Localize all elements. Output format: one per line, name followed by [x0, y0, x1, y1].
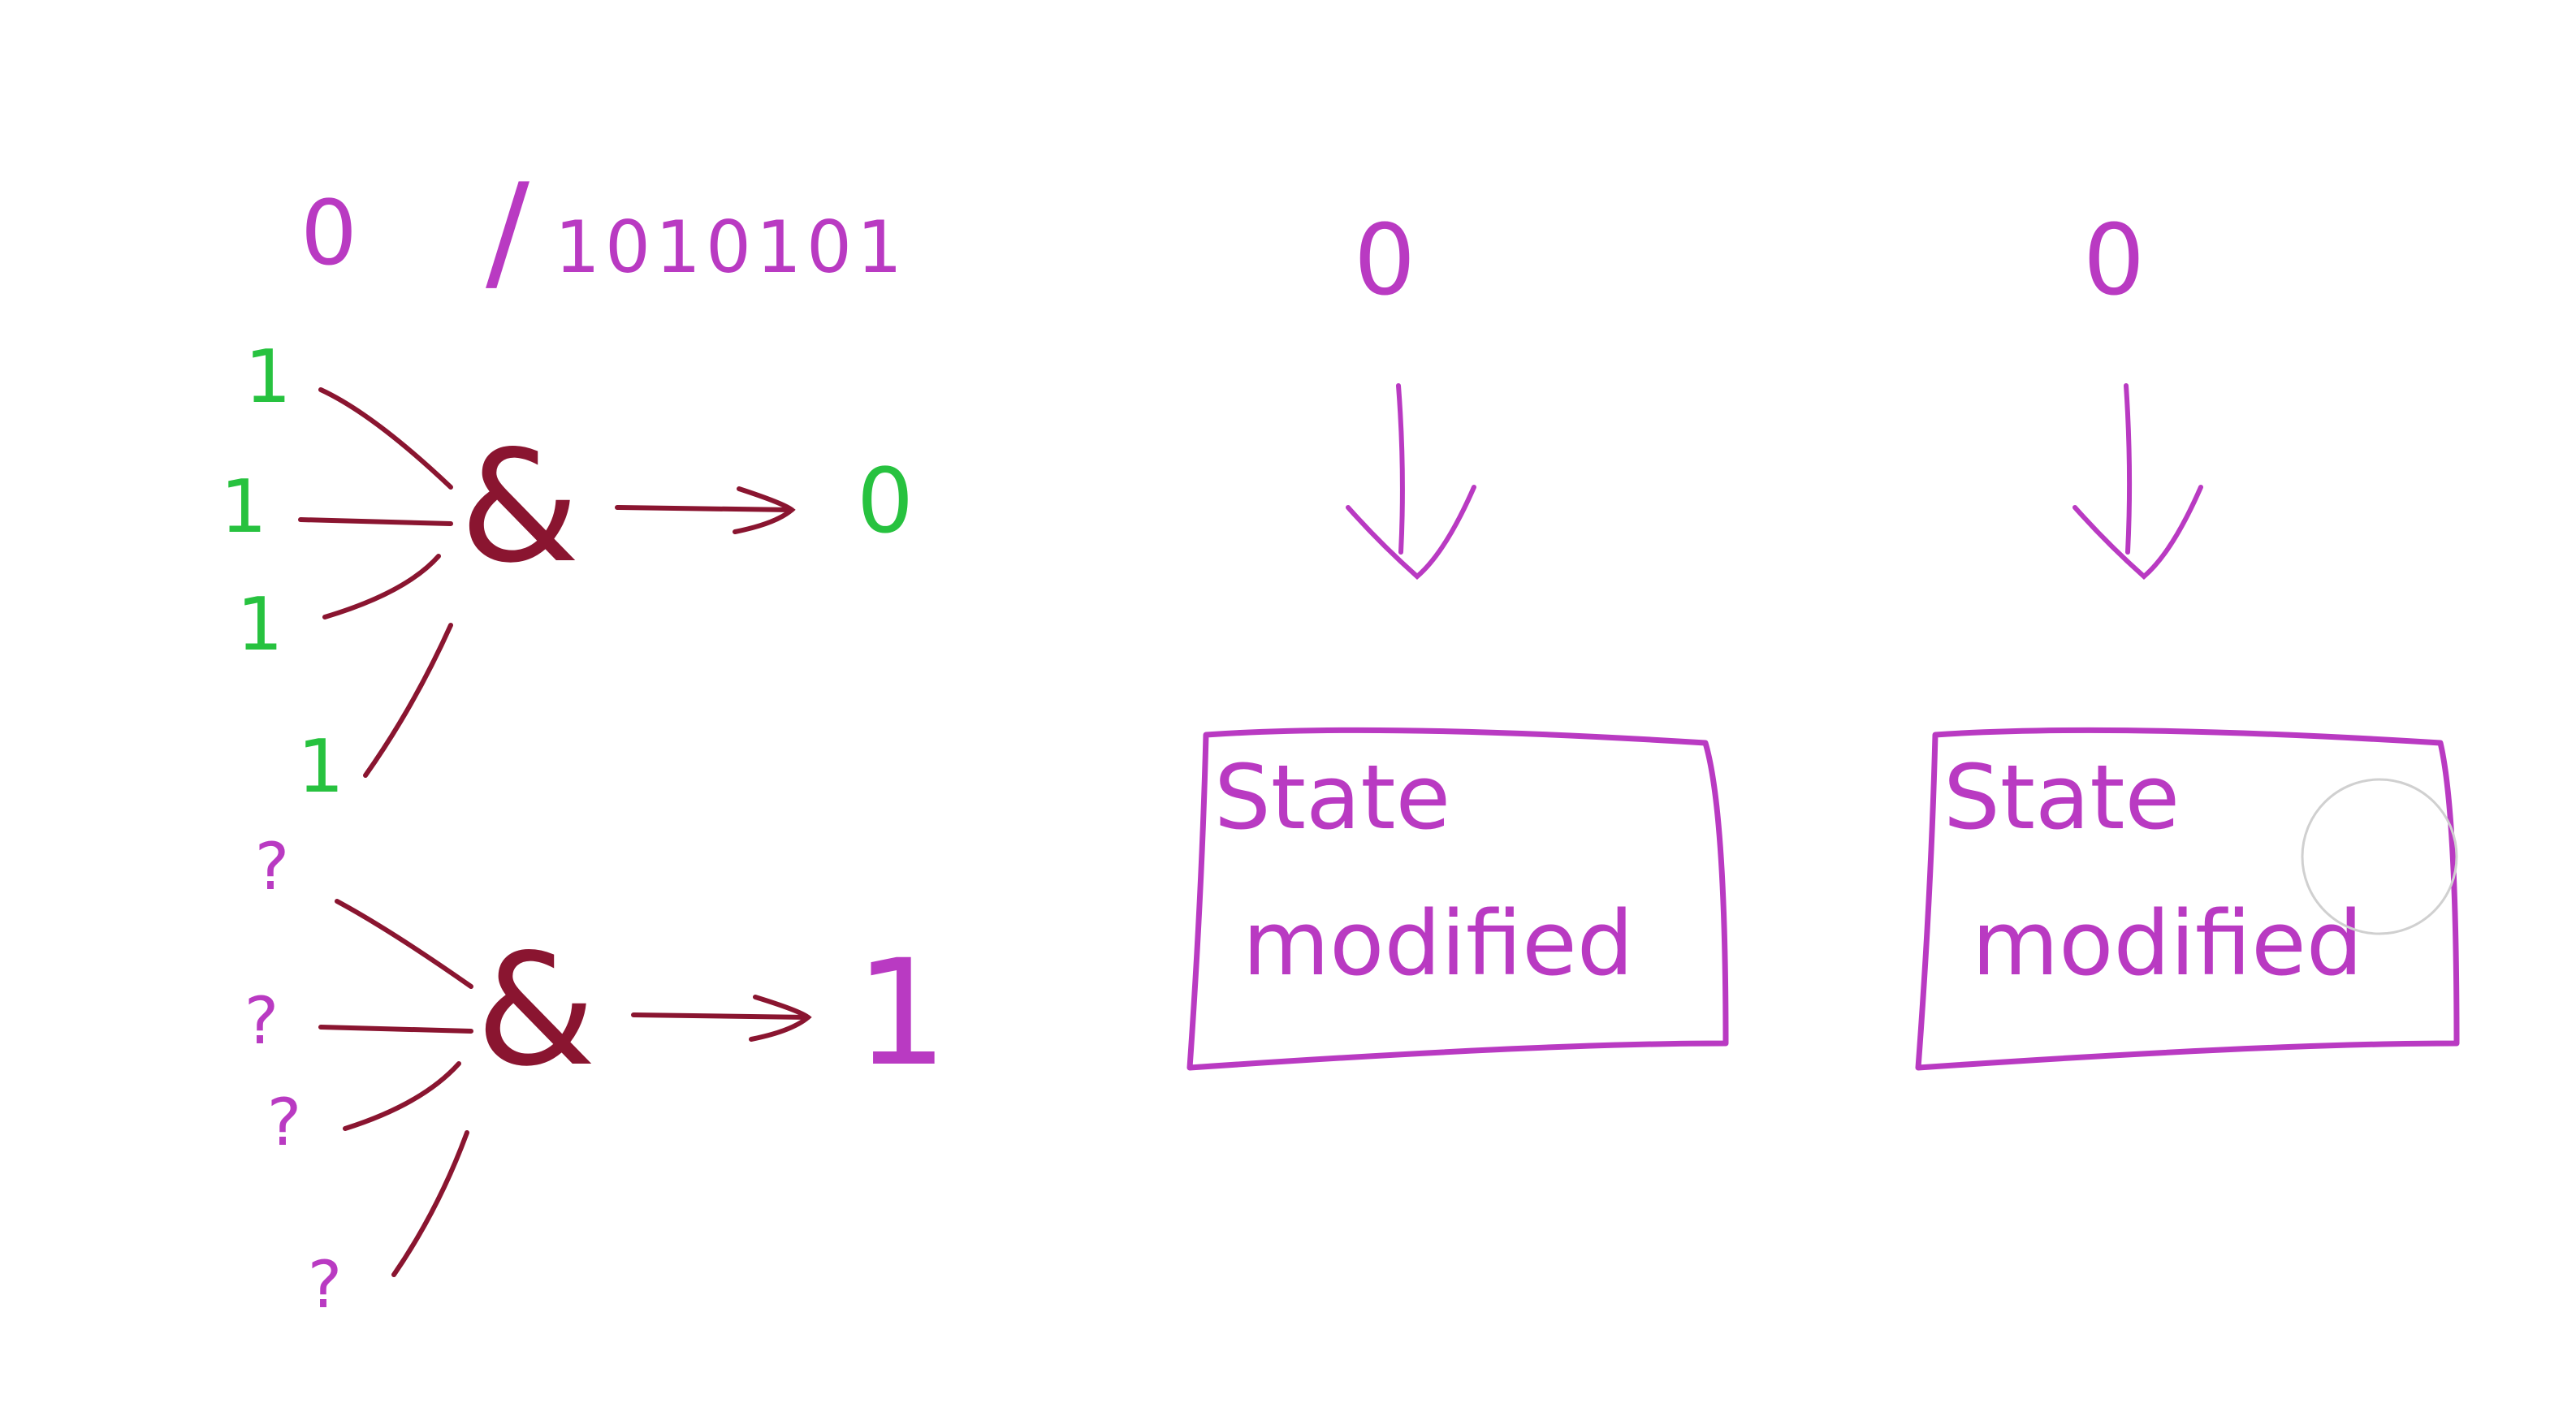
- gate-top-arrow-icon: [615, 486, 796, 534]
- gate-bottom-wire-3: [343, 1061, 461, 1131]
- gate-top-input-1: 1: [244, 335, 291, 420]
- gate-bottom-input-4: ?: [308, 1247, 342, 1323]
- gate-bottom-operator: &: [476, 921, 596, 1100]
- state-box: State modified: [1915, 727, 2460, 1071]
- gate-top-output: 0: [857, 449, 914, 553]
- gate-top-wire-2: [298, 517, 453, 526]
- down-arrow-icon: [2072, 383, 2203, 580]
- gate-bottom: ? ? ? ? & 1: [244, 829, 949, 1323]
- gate-top-wire-4: [363, 623, 453, 778]
- header-zero: 0: [300, 181, 357, 285]
- gate-bottom-input-3: ?: [267, 1085, 301, 1160]
- gate-bottom-wire-1: [335, 899, 473, 989]
- header-row: 0 / 1010101: [300, 155, 907, 307]
- gate-top-input-3: 1: [236, 582, 283, 667]
- state-box-line1: State: [1214, 745, 1450, 849]
- flow-2: 0 State modified: [1915, 205, 2460, 1071]
- state-box-line2: modified: [1243, 891, 1634, 995]
- gate-bottom-arrow-icon: [631, 995, 812, 1042]
- gate-top-input-4: 1: [297, 724, 344, 809]
- state-box-line1: State: [1943, 745, 2180, 849]
- flow-1: 0 State modified: [1186, 205, 1729, 1071]
- header-slash: /: [486, 155, 529, 307]
- flow-1-input: 0: [1354, 205, 1416, 317]
- state-box-line2: modified: [1972, 891, 2363, 995]
- gate-top: 1 1 1 1 & 0: [220, 335, 914, 809]
- gate-bottom-input-1: ?: [255, 829, 289, 904]
- gate-bottom-wire-2: [318, 1025, 473, 1034]
- gate-bottom-input-2: ?: [244, 983, 279, 1059]
- flow-2-input: 0: [2083, 205, 2145, 317]
- gate-bottom-wire-4: [391, 1130, 469, 1277]
- gate-top-wire-3: [322, 554, 441, 619]
- pen-cursor-icon: [2301, 778, 2458, 935]
- gate-top-operator: &: [460, 417, 580, 597]
- gate-top-input-2: 1: [220, 464, 266, 550]
- down-arrow-icon: [1346, 383, 1476, 580]
- gate-bottom-output: 1: [855, 929, 949, 1099]
- gate-top-wire-1: [318, 387, 453, 490]
- header-binary: 1010101: [555, 205, 907, 289]
- state-box: State modified: [1186, 727, 1729, 1071]
